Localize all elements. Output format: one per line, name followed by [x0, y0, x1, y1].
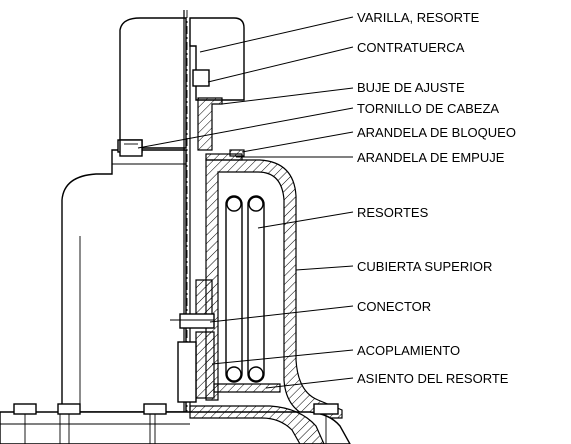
label-arandela-de-empuje: ARANDELA DE EMPUJE	[357, 150, 505, 165]
label-tornillo-de-cabeza: TORNILLO DE CABEZA	[357, 101, 499, 116]
part-labels: VARILLA, RESORTE CONTRATUERCA BUJE DE AJ…	[357, 10, 516, 386]
label-arandela-de-bloqueo: ARANDELA DE BLOQUEO	[357, 125, 516, 140]
label-varilla-resorte: VARILLA, RESORTE	[357, 10, 480, 25]
label-cubierta-superior: CUBIERTA SUPERIOR	[357, 259, 492, 274]
connector	[170, 279, 215, 329]
base-bolts	[13, 403, 339, 444]
springs	[225, 195, 265, 383]
label-contratuerca: CONTRATUERCA	[357, 40, 465, 55]
motor-housing	[61, 17, 187, 413]
base-plate	[0, 405, 351, 444]
label-acoplamiento: ACOPLAMIENTO	[357, 343, 460, 358]
spring-seat	[213, 383, 281, 393]
spring-rod	[189, 17, 245, 101]
label-asiento-del-resorte: ASIENTO DEL RESORTE	[357, 371, 509, 386]
adjusting-bushing	[197, 97, 223, 151]
label-conector: CONECTOR	[357, 299, 431, 314]
label-resortes: RESORTES	[357, 205, 429, 220]
leader-lines	[137, 16, 354, 389]
label-buje-de-ajuste: BUJE DE AJUSTE	[357, 80, 465, 95]
coupling	[177, 331, 215, 403]
cap-screw	[119, 139, 143, 157]
